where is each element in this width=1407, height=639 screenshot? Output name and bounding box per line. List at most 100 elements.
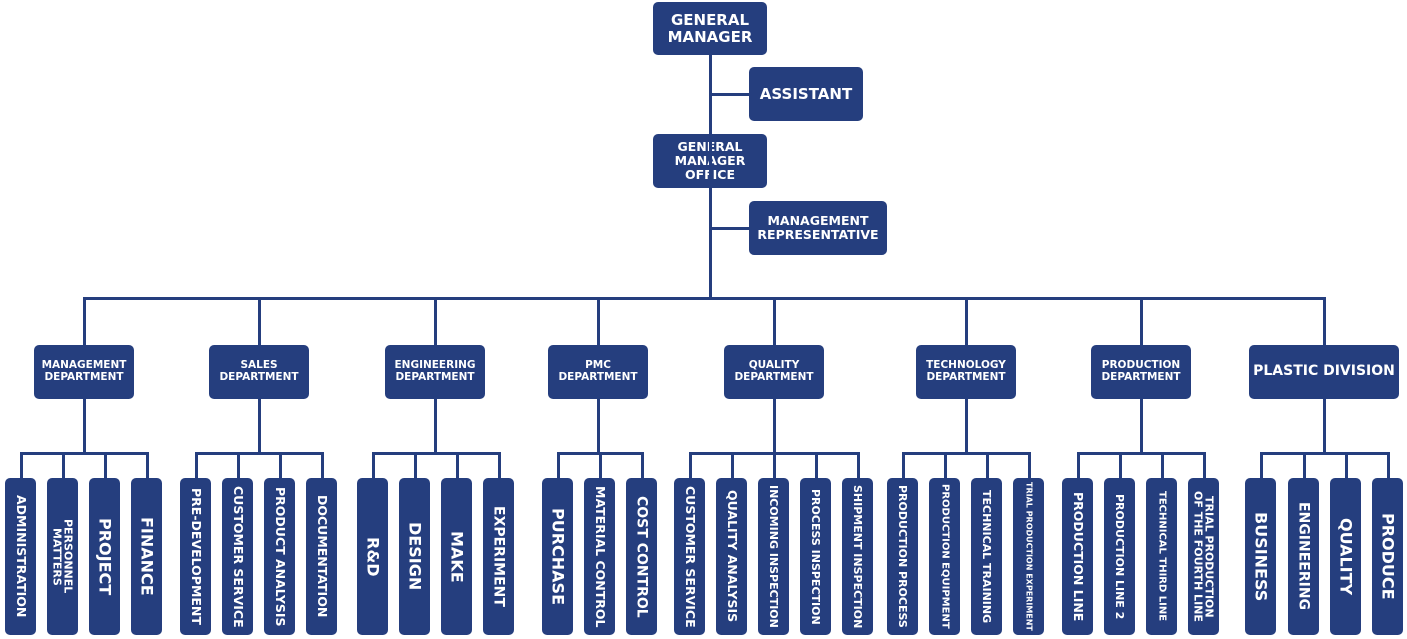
department-box: QUALITY DEPARTMENT xyxy=(724,345,824,399)
unit-label: TRIAL PRODUCTION OF THE FOURTH LINE xyxy=(1191,491,1216,622)
unit-box: TECHNICAL THIRD LINE xyxy=(1146,478,1177,635)
unit-label: PRODUCTION PROCESS xyxy=(896,485,909,628)
unit-drop-line xyxy=(901,452,905,478)
unit-drop-line xyxy=(640,452,644,478)
unit-box: PROJECT xyxy=(89,478,120,635)
unit-box: MATERIAL CONTROL xyxy=(584,478,615,635)
unit-box: TRIAL PRODUCTION EXPERIMENT xyxy=(1013,478,1044,635)
department-box: MANAGEMENT DEPARTMENT xyxy=(34,345,134,399)
unit-label: FINANCE xyxy=(137,517,157,596)
unit-box: ADMINISTRATION xyxy=(5,478,36,635)
department-box: SALES DEPARTMENT xyxy=(209,345,309,399)
unit-box: QUALITY xyxy=(1330,478,1361,635)
unit-drop-line xyxy=(943,452,947,478)
unit-label: QUALITY ANALYSIS xyxy=(724,490,740,623)
department-box: PLASTIC DIVISION xyxy=(1249,345,1399,399)
unit-label: PROCESS INSPECTION xyxy=(809,488,822,625)
management-representative-box: MANAGEMENT REPRESENTATIVE xyxy=(749,201,887,255)
department-stem-line xyxy=(965,399,968,452)
unit-box: EXPERIMENT xyxy=(483,478,514,635)
unit-box: PRODUCTION PROCESS xyxy=(887,478,918,635)
unit-label: DOCUMENTATION xyxy=(314,495,330,618)
department-drop-line xyxy=(1140,297,1143,345)
trunk-line xyxy=(709,55,712,299)
unit-drop-line xyxy=(556,452,560,478)
unit-label: SHIPMENT INSPECTION xyxy=(851,484,864,629)
unit-label: TECHNICAL THIRD LINE xyxy=(1156,491,1168,622)
unit-label: DESIGN xyxy=(405,522,425,591)
unit-box: FINANCE xyxy=(131,478,162,635)
unit-drop-line xyxy=(497,452,501,478)
unit-drop-line xyxy=(194,452,198,478)
department-drop-line xyxy=(434,297,437,345)
unit-drop-line xyxy=(1160,452,1164,478)
unit-box: INCOMING INSPECTION xyxy=(758,478,789,635)
unit-label: PERSONNEL MATTERS xyxy=(50,519,75,594)
unit-drop-line xyxy=(1076,452,1080,478)
unit-label: TRIAL PRODUCTION EXPERIMENT xyxy=(1024,482,1034,631)
general-manager-box: GENERAL MANAGER xyxy=(653,2,767,55)
unit-drop-line xyxy=(455,452,459,478)
unit-drop-line xyxy=(814,452,818,478)
unit-box: PROCESS INSPECTION xyxy=(800,478,831,635)
unit-label: CUSTOMER SERVICE xyxy=(682,485,698,628)
unit-label: R&D xyxy=(363,536,383,577)
unit-box: MAKE xyxy=(441,478,472,635)
unit-bus-line xyxy=(19,452,149,455)
unit-drop-line xyxy=(145,452,149,478)
unit-drop-line xyxy=(1344,452,1348,478)
unit-box: TECHNICAL TRAINING xyxy=(971,478,1002,635)
unit-box: QUALITY ANALYSIS xyxy=(716,478,747,635)
unit-drop-line xyxy=(61,452,65,478)
department-stem-line xyxy=(1140,399,1143,452)
department-drop-line xyxy=(773,297,776,345)
unit-drop-line xyxy=(1118,452,1122,478)
unit-label: PRODUCE xyxy=(1378,513,1398,600)
unit-label: ADMINISTRATION xyxy=(13,495,29,618)
department-box: TECHNOLOGY DEPARTMENT xyxy=(916,345,1016,399)
department-stem-line xyxy=(1323,399,1326,452)
unit-label: PRE-DEVELOPMENT xyxy=(188,488,204,625)
unit-drop-line xyxy=(1259,452,1263,478)
unit-box: CUSTOMER SERVICE xyxy=(222,478,253,635)
department-drop-line xyxy=(965,297,968,345)
unit-box: TRIAL PRODUCTION OF THE FOURTH LINE xyxy=(1188,478,1219,635)
unit-drop-line xyxy=(320,452,324,478)
unit-box: PRODUCTION LINE 2 xyxy=(1104,478,1135,635)
unit-box: R&D xyxy=(357,478,388,635)
unit-drop-line xyxy=(1386,452,1390,478)
unit-drop-line xyxy=(236,452,240,478)
department-drop-line xyxy=(1323,297,1326,345)
unit-box: PRODUCTION EQUIPMENT xyxy=(929,478,960,635)
unit-bus-line xyxy=(1259,452,1390,455)
unit-box: PRODUCT ANALYSIS xyxy=(264,478,295,635)
unit-label: EXPERIMENT xyxy=(490,506,507,607)
unit-drop-line xyxy=(413,452,417,478)
unit-drop-line xyxy=(371,452,375,478)
unit-label: PRODUCT ANALYSIS xyxy=(272,486,288,627)
department-box: PMC DEPARTMENT xyxy=(548,345,648,399)
unit-drop-line xyxy=(19,452,23,478)
unit-label: QUALITY xyxy=(1336,517,1356,596)
unit-label: COST CONTROL xyxy=(633,495,650,618)
department-stem-line xyxy=(597,399,600,452)
unit-box: COST CONTROL xyxy=(626,478,657,635)
unit-drop-line xyxy=(985,452,989,478)
department-drop-line xyxy=(83,297,86,345)
unit-label: CUSTOMER SERVICE xyxy=(230,485,246,628)
unit-label: MAKE xyxy=(447,530,467,583)
unit-bus-line xyxy=(901,452,1031,455)
unit-drop-line xyxy=(1027,452,1031,478)
department-drop-line xyxy=(258,297,261,345)
unit-drop-line xyxy=(598,452,602,478)
unit-drop-line xyxy=(856,452,860,478)
unit-drop-line xyxy=(1202,452,1206,478)
unit-box: BUSINESS xyxy=(1245,478,1276,635)
unit-label: TECHNICAL TRAINING xyxy=(980,489,993,624)
department-drop-line xyxy=(597,297,600,345)
department-box: PRODUCTION DEPARTMENT xyxy=(1091,345,1191,399)
unit-label: MATERIAL CONTROL xyxy=(592,485,608,628)
unit-drop-line xyxy=(1302,452,1306,478)
unit-label: PRODUCTION EQUIPMENT xyxy=(939,484,951,629)
